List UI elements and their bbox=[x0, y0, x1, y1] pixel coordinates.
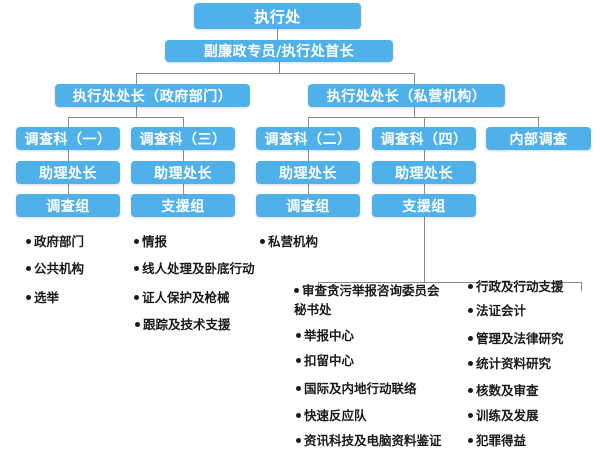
connector bbox=[279, 62, 280, 73]
list-item: 快速反应队 bbox=[296, 405, 367, 424]
list-item: 选举 bbox=[26, 287, 59, 306]
list-item-label: 行政及行动支援 bbox=[476, 279, 564, 294]
section-3-box: 调查科（三） bbox=[131, 127, 235, 150]
connector bbox=[68, 117, 184, 118]
connector bbox=[581, 282, 582, 291]
internal-investigation-box: 内部调查 bbox=[486, 127, 591, 150]
connector bbox=[308, 117, 539, 118]
list-item-label: 政府部门 bbox=[34, 234, 85, 249]
bullet-icon bbox=[26, 295, 31, 300]
list-item: 行政及行动支援 bbox=[468, 276, 564, 295]
list-item: 审查贪污举报咨询委员会秘书处 bbox=[294, 281, 444, 319]
list-item: 公共机构 bbox=[26, 258, 84, 277]
support-group-4-box: 支援组 bbox=[372, 194, 476, 217]
connector bbox=[414, 73, 415, 84]
list-item: 犯罪得益 bbox=[468, 430, 526, 449]
list-item-label: 国际及内地行动联络 bbox=[304, 381, 417, 396]
bullet-icon bbox=[26, 239, 31, 244]
bullet-icon bbox=[296, 333, 301, 338]
connector bbox=[414, 107, 415, 117]
list-item-label: 私营机构 bbox=[268, 234, 319, 249]
director-private-box: 执行处处长（私营机构） bbox=[308, 84, 505, 107]
connector bbox=[136, 73, 415, 74]
bullet-icon bbox=[260, 239, 265, 244]
list-item-label: 证人保护及枪械 bbox=[142, 290, 230, 305]
bullet-icon bbox=[134, 266, 139, 271]
bullet-icon bbox=[468, 413, 473, 418]
bullet-icon bbox=[134, 295, 139, 300]
list-item-label: 线人处理及卧底行动 bbox=[142, 261, 255, 276]
list-item: 举报中心 bbox=[296, 325, 354, 344]
list-item-label: 管理及法律研究 bbox=[476, 331, 564, 346]
list-item: 证人保护及枪械 bbox=[134, 287, 230, 306]
connector bbox=[136, 73, 137, 84]
list-item-label: 法证会计 bbox=[476, 303, 527, 318]
bullet-icon bbox=[468, 336, 473, 341]
connector bbox=[318, 282, 319, 291]
connector bbox=[538, 117, 539, 127]
bullet-icon bbox=[294, 288, 299, 293]
list-item: 情报 bbox=[134, 231, 167, 250]
list-item-label: 训练及发展 bbox=[476, 408, 539, 423]
list-item-label: 情报 bbox=[142, 234, 168, 249]
section-4-box: 调查科（四） bbox=[372, 127, 476, 150]
connector bbox=[136, 107, 137, 117]
connector bbox=[308, 117, 309, 127]
bullet-icon bbox=[296, 413, 301, 418]
bullet-icon bbox=[468, 388, 473, 393]
bullet-icon bbox=[468, 284, 473, 289]
list-item: 核数及审查 bbox=[468, 380, 539, 399]
bullet-icon bbox=[296, 358, 301, 363]
list-item-label: 举报中心 bbox=[304, 328, 355, 343]
assistant-director-4-box: 助理处长 bbox=[372, 161, 476, 184]
list-item-label: 跟踪及技术支援 bbox=[143, 317, 231, 332]
list-item: 国际及内地行动联络 bbox=[296, 378, 417, 397]
assistant-director-1-box: 助理处长 bbox=[16, 161, 120, 184]
list-item-label: 核数及审查 bbox=[476, 383, 539, 398]
bullet-icon bbox=[468, 308, 473, 313]
connector bbox=[277, 29, 278, 40]
investigation-group-2-box: 调查组 bbox=[256, 194, 360, 217]
bullet-icon bbox=[135, 322, 140, 327]
list-item-label: 快速反应队 bbox=[304, 408, 367, 423]
list-item: 跟踪及技术支援 bbox=[135, 314, 231, 333]
bullet-icon bbox=[468, 438, 473, 443]
bullet-icon bbox=[134, 239, 139, 244]
executive-division-box: 执行处 bbox=[194, 3, 361, 29]
bullet-icon bbox=[296, 438, 301, 443]
list-item-label: 审查贪污举报咨询委员会秘书处 bbox=[294, 283, 440, 317]
connector bbox=[424, 117, 425, 127]
connector bbox=[68, 117, 69, 127]
list-item-label: 资讯科技及电脑资料鉴证 bbox=[304, 433, 442, 448]
list-item: 统计资料研究 bbox=[468, 353, 551, 372]
list-item: 管理及法律研究 bbox=[468, 328, 564, 347]
section-2-box: 调查科（二） bbox=[256, 127, 360, 150]
bullet-icon bbox=[26, 266, 31, 271]
list-item-label: 公共机构 bbox=[34, 261, 85, 276]
section-1-box: 调查科（一） bbox=[16, 127, 120, 150]
list-item-label: 扣留中心 bbox=[304, 353, 355, 368]
list-item: 扣留中心 bbox=[296, 350, 354, 369]
list-item: 线人处理及卧底行动 bbox=[134, 258, 255, 277]
connector bbox=[183, 117, 184, 127]
director-government-box: 执行处处长（政府部门） bbox=[55, 84, 250, 107]
list-item-label: 选举 bbox=[34, 290, 60, 305]
support-group-3-box: 支援组 bbox=[131, 194, 235, 217]
list-item-label: 犯罪得益 bbox=[476, 433, 527, 448]
connector bbox=[424, 217, 425, 282]
investigation-group-1-box: 调查组 bbox=[16, 194, 120, 217]
list-item-label: 统计资料研究 bbox=[476, 356, 552, 371]
assistant-director-2-box: 助理处长 bbox=[256, 161, 360, 184]
assistant-director-3-box: 助理处长 bbox=[131, 161, 235, 184]
list-item: 政府部门 bbox=[26, 231, 84, 250]
deputy-commissioner-box: 副廉政专员/执行处首长 bbox=[165, 40, 393, 62]
bullet-icon bbox=[468, 361, 473, 366]
connector bbox=[318, 282, 582, 283]
list-item: 训练及发展 bbox=[468, 405, 539, 424]
list-item: 资讯科技及电脑资料鉴证 bbox=[296, 430, 442, 449]
list-item: 法证会计 bbox=[468, 300, 526, 319]
list-item: 私营机构 bbox=[260, 231, 318, 250]
bullet-icon bbox=[296, 386, 301, 391]
